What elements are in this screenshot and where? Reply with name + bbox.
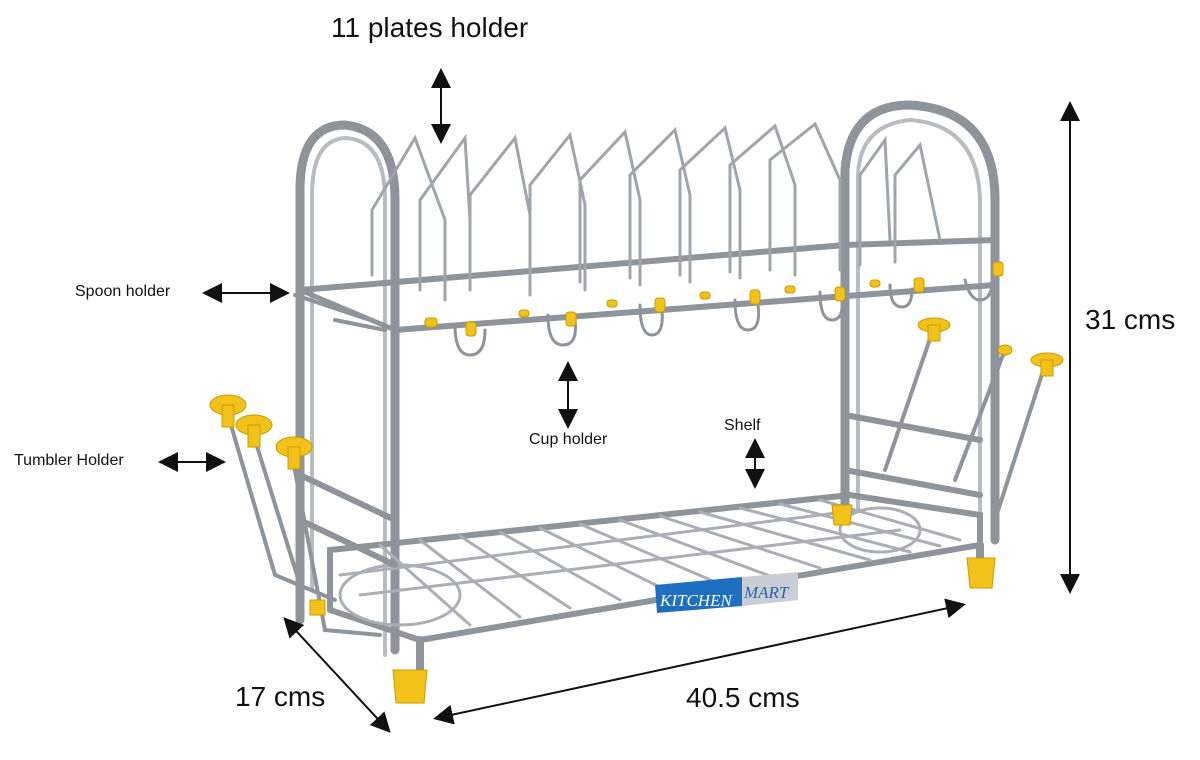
spoon-holder-label: Spoon holder [75,283,171,300]
svg-text:MART: MART [743,583,790,602]
width-arrow [433,598,966,725]
depth-arrow [283,617,391,733]
brand-logo: KITCHEN MART [655,572,798,613]
plate-wires [370,121,942,302]
tumbler-holder-label: Tumbler Holder [14,452,124,469]
svg-text:KITCHEN: KITCHEN [659,591,733,610]
shelf-label: Shelf [724,417,761,434]
shelf-grid [338,498,962,627]
height-label: 31 cms [1085,304,1176,335]
dimension-arrows [158,68,1080,733]
plates-holder-label: 11 plates holder [331,12,529,43]
rack-frame [226,100,1047,679]
cup-hooks [453,278,994,357]
depth-label: 17 cms [235,681,326,712]
yellow-caps [209,261,1064,704]
width-label: 40.5 cms [686,682,800,713]
cup-holder-label: Cup holder [529,431,608,448]
